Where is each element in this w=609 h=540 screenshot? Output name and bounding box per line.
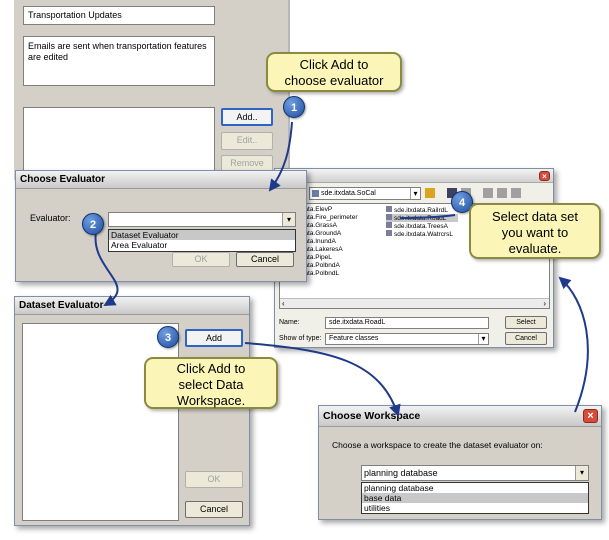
workspace-prompt: Choose a workspace to create the dataset… — [332, 440, 543, 450]
list-item[interactable]: sde.itxdata.Fire_perimeter — [282, 214, 358, 221]
workspace-options[interactable]: planning database base data utilities — [361, 482, 589, 514]
callout-3-line-1: Click Add to — [176, 361, 246, 376]
list-item[interactable]: sde.itxdata.GrassA — [282, 222, 337, 229]
option-dataset-evaluator[interactable]: Dataset Evaluator — [109, 230, 295, 240]
browse-dialog: × sde.itxdata.SoCal ▾ sde.itxdata.ElevP … — [274, 168, 554, 348]
feature-class-icon — [386, 206, 392, 212]
description-field[interactable]: Emails are sent when transportation feat… — [23, 36, 215, 86]
list-item[interactable]: sde.itxdata.LakeresA — [282, 246, 343, 253]
database-icon — [312, 190, 319, 197]
callout-1: Click Add to choose evaluator — [266, 52, 402, 92]
step-3-badge: 3 — [157, 326, 179, 348]
type-dropdown[interactable]: Feature classes ▾ — [325, 333, 489, 345]
arrow-4b — [399, 214, 456, 219]
scroll-right-icon[interactable]: › — [543, 299, 546, 308]
callout-1-line-2: choose evaluator — [284, 73, 384, 88]
dataset-evaluator-title: Dataset Evaluator — [15, 297, 249, 315]
options-icon[interactable] — [511, 188, 521, 198]
type-value: Feature classes — [329, 335, 379, 342]
list-item[interactable]: sde.itxdata.PolbndL — [282, 270, 340, 277]
arrow-4 — [558, 276, 589, 413]
callout-4-line-3: evaluate. — [508, 241, 562, 256]
callout-3-line-2: select Data — [178, 377, 244, 392]
location-dropdown[interactable]: sde.itxdata.SoCal ▾ — [309, 187, 421, 200]
callout-4: Select data set you want to evaluate. — [469, 203, 601, 259]
evaluator-ok-button[interactable]: OK — [172, 252, 230, 267]
evaluator-dropdown[interactable]: ▾ — [108, 212, 296, 227]
choose-workspace-dialog: Choose Workspace × Choose a workspace to… — [318, 405, 602, 520]
callout-3: Click Add to select Data Workspace. — [144, 357, 278, 409]
evaluator-options[interactable]: Dataset Evaluator Area Evaluator — [108, 229, 296, 252]
feature-class-icon — [386, 222, 392, 228]
step-2-badge: 2 — [82, 213, 104, 235]
dataset-evaluator-dialog: Dataset Evaluator Add OK Cancel — [14, 296, 250, 526]
chevron-down-icon: ▾ — [478, 334, 488, 344]
edit-evaluator-button[interactable]: Edit.. — [221, 132, 273, 150]
name-input[interactable]: sde.itxdata.RoadL — [325, 317, 489, 329]
callout-1-line-1: Click Add to — [299, 57, 369, 72]
list-item[interactable]: sde.itxdata.InundA — [282, 238, 336, 245]
folder-up-icon[interactable] — [425, 188, 435, 198]
name-label: Name: — [279, 319, 300, 326]
chevron-down-icon: ▾ — [282, 213, 295, 226]
catalog-icon[interactable] — [497, 188, 507, 198]
arrow-3 — [244, 342, 401, 417]
dataset-add-button[interactable]: Add — [185, 329, 243, 347]
option-planning-database[interactable]: planning database — [364, 483, 434, 493]
chevron-down-icon: ▾ — [410, 188, 420, 199]
list-item[interactable]: sde.itxdata.GroundA — [282, 230, 342, 237]
workspace-dropdown[interactable]: planning database ▾ — [361, 465, 589, 481]
select-button[interactable]: Select — [505, 316, 547, 329]
list-item[interactable]: sde.itxdata.ElevP — [282, 206, 333, 213]
evaluator-label: Evaluator: — [30, 213, 71, 223]
browse-cancel-button[interactable]: Cancel — [505, 332, 547, 345]
choose-evaluator-title: Choose Evaluator — [16, 171, 306, 189]
option-base-data[interactable]: base data — [362, 493, 588, 503]
arrow-2 — [94, 231, 119, 306]
list-item[interactable]: sde.itxdata.TreesA — [386, 222, 458, 230]
step-4-badge: 4 — [451, 191, 473, 213]
scroll-left-icon[interactable]: ‹ — [282, 299, 285, 308]
dataset-list-box[interactable] — [22, 323, 179, 521]
evaluator-list[interactable] — [23, 107, 215, 177]
list-item[interactable]: sde.itxdata.WatrcrsL — [386, 230, 458, 238]
workspace-selected: planning database — [364, 468, 438, 478]
add-evaluator-button[interactable]: Add.. — [221, 108, 273, 126]
list-item[interactable]: sde.itxdata.PolbndA — [282, 262, 340, 269]
list-item[interactable]: sde.itxdata.RailrdL — [386, 206, 458, 214]
callout-4-line-1: Select data set — [492, 209, 578, 224]
show-type-label: Show of type: — [279, 335, 322, 342]
browse-titlebar — [275, 169, 553, 183]
view-thumb-icon[interactable] — [483, 188, 493, 198]
chevron-down-icon: ▾ — [575, 466, 588, 480]
feature-class-icon — [386, 230, 392, 236]
callout-3-line-3: Workspace. — [176, 393, 246, 408]
choose-evaluator-dialog: Choose Evaluator Evaluator: ▾ Dataset Ev… — [15, 170, 307, 282]
arrow-1 — [268, 121, 293, 192]
feature-class-icon — [386, 214, 392, 220]
option-utilities[interactable]: utilities — [364, 503, 390, 513]
horizontal-scrollbar[interactable]: ‹ › — [280, 298, 549, 308]
callout-4-line-2: you want to — [501, 225, 569, 240]
evaluator-cancel-button[interactable]: Cancel — [236, 252, 294, 267]
dataset-ok-button[interactable]: OK — [185, 471, 243, 488]
close-icon[interactable]: × — [539, 171, 550, 181]
dataset-cancel-button[interactable]: Cancel — [185, 501, 243, 518]
location-value: sde.itxdata.SoCal — [321, 190, 376, 197]
name-field[interactable]: Transportation Updates — [23, 6, 215, 25]
option-area-evaluator[interactable]: Area Evaluator — [111, 240, 168, 250]
view-list-icon[interactable] — [447, 188, 457, 198]
step-1-badge: 1 — [283, 96, 305, 118]
close-icon[interactable]: × — [583, 409, 598, 423]
